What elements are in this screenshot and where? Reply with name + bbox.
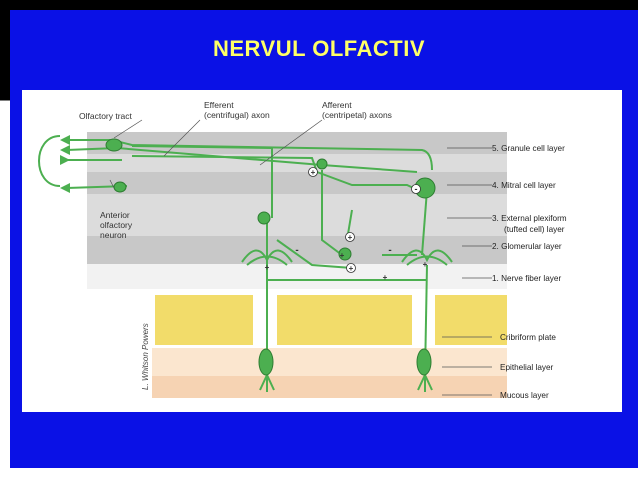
left-black-band [0, 12, 10, 100]
glomerulus-left-tuft [241, 249, 293, 263]
tufted-cell [257, 211, 271, 225]
layer-label-granule: 5. Granule cell layer [492, 144, 565, 153]
label-anterior-1: Anterior [100, 210, 130, 220]
cilia-right [417, 374, 433, 392]
cribriform-block-2 [277, 295, 412, 345]
sign-10: + [383, 273, 388, 282]
band-granule [87, 132, 507, 154]
sign-8: + [423, 260, 428, 269]
layer-label-glomerular: 2. Glomerular layer [492, 242, 562, 251]
leader-efferent [163, 119, 201, 157]
receptor-cell-left [258, 348, 274, 376]
glomerular-link [276, 239, 353, 269]
label-afferent-1: Afferent [322, 100, 352, 110]
olfactory-diagram: + - + + - - + + + + [22, 90, 622, 412]
layer-label-mitral: 4. Mitral cell layer [492, 181, 556, 190]
tract-arrows [60, 135, 70, 193]
label-efferent-1: Efferent [204, 100, 234, 110]
sign-1: + [311, 168, 316, 177]
granule-link [131, 155, 423, 193]
layer-label-nerve-fiber: 1. Nerve fiber layer [492, 274, 561, 283]
artist-signature: L. Whitson Powers [141, 323, 150, 390]
label-olfactory-tract: Olfactory tract [79, 111, 133, 121]
band-mucous [152, 376, 507, 398]
label-anterior-2: olfactory [100, 220, 133, 230]
top-black-band [0, 0, 638, 12]
layer-label-mucous: Mucous layer [500, 391, 549, 400]
layer-label-tufted: (tufted cell) layer [504, 225, 565, 234]
layer-label-epithelial: Epithelial layer [500, 363, 554, 372]
layer-label-external-plexiform: 3. External plexiform [492, 214, 567, 223]
anterior-olfactory-cell [113, 181, 127, 193]
sign-2: - [415, 184, 418, 194]
granule-cell [316, 158, 328, 170]
sign-3: + [348, 233, 353, 242]
band-nerve-fiber [87, 264, 507, 289]
leader-tract [113, 119, 143, 139]
cell-bodies [105, 138, 436, 376]
mitral-dendrite-right [421, 189, 428, 256]
tract-loop [38, 135, 61, 187]
slide-title: NERVUL OLFACTIV [212, 36, 426, 61]
band-epithelial [152, 348, 507, 376]
sign-9: + [340, 251, 345, 260]
arrow-1 [60, 135, 70, 145]
arrow-2 [60, 145, 70, 155]
leader-lines [109, 119, 492, 396]
neuron-pathways [38, 135, 453, 392]
layer-label-cribriform: Cribriform plate [500, 333, 556, 342]
leader-afferent [259, 119, 323, 166]
label-efferent-2: (centrifugal) axon [204, 110, 270, 120]
cribriform-block-3 [435, 295, 507, 345]
band-external-plexiform [87, 194, 507, 236]
mitral-axon-left [131, 145, 273, 218]
cribriform-block-1 [155, 295, 253, 345]
sign-4: + [349, 264, 354, 273]
granule-descending [321, 170, 343, 256]
glomerulus-right-tuft [401, 249, 453, 263]
band-mitral [87, 172, 507, 194]
glomerulus-left-inner [246, 255, 288, 266]
label-anterior-3: neuron [100, 230, 127, 240]
receptor-cell-right [416, 348, 432, 376]
synapse-signs: + - + + - - + + + + [265, 167, 428, 282]
sign-6: - [388, 245, 391, 256]
sign-7: + [265, 263, 270, 272]
cilia-left [259, 374, 275, 392]
periglomerular-cell [338, 247, 352, 261]
diagram-svg: + - + + - - + + + + [38, 100, 567, 400]
left-divider-line [0, 100, 10, 101]
sign-5: - [295, 245, 298, 256]
tract-cell-body [105, 138, 123, 152]
glomerulus-right-inner [406, 255, 448, 266]
leader-anterior [109, 179, 115, 189]
arrow-3 [60, 155, 70, 165]
label-afferent-2: (centripetal) axons [322, 110, 392, 120]
arrow-4 [60, 183, 70, 193]
